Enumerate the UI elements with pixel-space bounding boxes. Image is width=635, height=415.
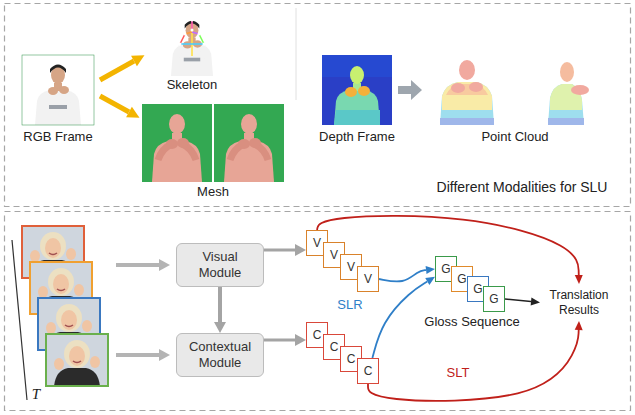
connector-arrow bbox=[379, 270, 426, 281]
grey-arrow bbox=[398, 80, 422, 100]
node-text: V bbox=[364, 272, 372, 286]
node-text: V bbox=[313, 236, 321, 250]
node-text: C bbox=[330, 340, 339, 354]
node-text: G bbox=[473, 282, 482, 296]
rgb-frame-image bbox=[22, 55, 94, 125]
node-text: V bbox=[330, 248, 338, 262]
module-box: Contextual Module bbox=[176, 333, 264, 377]
node-text: G bbox=[457, 272, 466, 286]
label-text: Different Modalities for SLU bbox=[437, 179, 608, 195]
node-text: Visual Module bbox=[181, 249, 259, 280]
point-cloud-image bbox=[436, 58, 592, 126]
node-text: Translation Results bbox=[543, 288, 615, 317]
video-frames bbox=[12, 226, 108, 400]
node-text: C bbox=[313, 328, 322, 342]
token-box: C bbox=[357, 358, 379, 384]
separator-line bbox=[296, 8, 297, 100]
result-box: Translation Results bbox=[540, 284, 618, 321]
node-text: V bbox=[347, 260, 355, 274]
connector-arrow bbox=[368, 330, 579, 401]
label-text: Mesh bbox=[197, 185, 229, 200]
node-text: G bbox=[489, 292, 498, 306]
token-box: G bbox=[483, 286, 505, 312]
panel-border bbox=[5, 4, 631, 207]
connector-arrow bbox=[218, 287, 222, 322]
label-text: RGB Frame bbox=[23, 130, 92, 145]
label-text: SLR bbox=[337, 298, 362, 313]
label-text: Point Cloud bbox=[481, 130, 548, 145]
module-box: Visual Module bbox=[176, 243, 264, 287]
connector-arrow bbox=[264, 249, 295, 252]
mesh-image bbox=[142, 104, 284, 182]
token-box: V bbox=[357, 266, 379, 292]
node-text: C bbox=[364, 364, 373, 378]
label-text: Gloss Sequence bbox=[424, 315, 519, 330]
skeleton-image bbox=[171, 19, 213, 77]
connector-arrow bbox=[264, 338, 295, 341]
label-text: T bbox=[32, 386, 40, 403]
input-arrows bbox=[116, 265, 159, 355]
label-text: SLT bbox=[447, 366, 470, 381]
connector-arrow bbox=[505, 299, 531, 302]
node-text: Contextual Module bbox=[181, 339, 259, 370]
yellow-arrows bbox=[100, 61, 134, 112]
depth-frame-image bbox=[322, 55, 392, 125]
connector-arrow bbox=[372, 281, 427, 358]
label-text: Depth Frame bbox=[319, 130, 395, 145]
node-text: C bbox=[347, 352, 356, 366]
node-text: G bbox=[441, 262, 450, 276]
label-text: Skeleton bbox=[167, 78, 218, 93]
panel-border bbox=[5, 212, 631, 411]
